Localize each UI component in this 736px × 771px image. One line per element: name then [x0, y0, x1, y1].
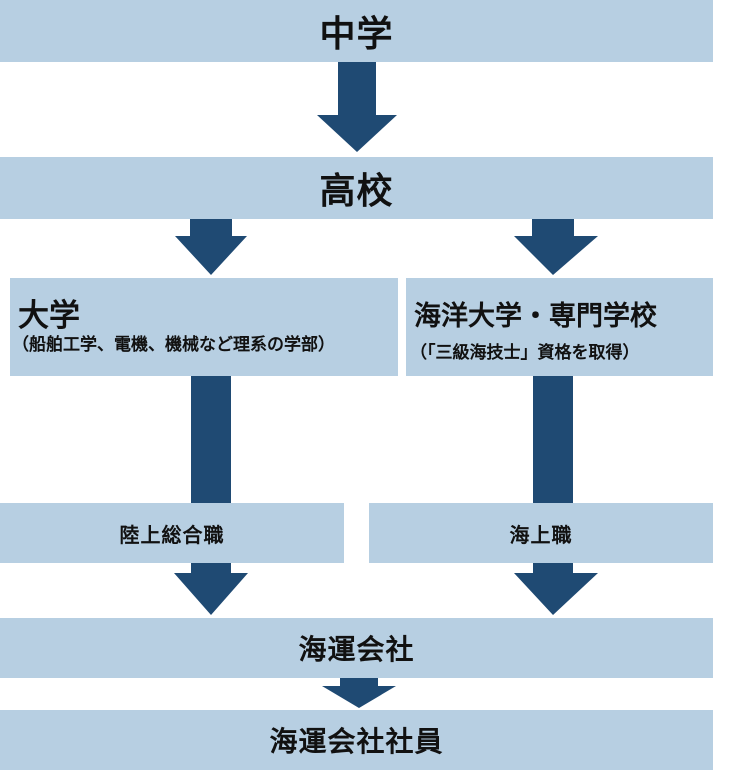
arrow-company-to-employee	[322, 678, 396, 708]
shipping-company-box: 海運会社	[0, 618, 713, 678]
maritime-school-box: 海洋大学・専門学校 （「三級海技士」資格を取得）	[406, 278, 713, 376]
arrow-university-to-land-job	[191, 376, 231, 503]
arrow-sea-job-to-company	[514, 563, 598, 615]
shipping-employee-label: 海運会社社員	[269, 725, 444, 758]
arrow-middle-to-high	[317, 62, 397, 152]
sea-job-box: 海上職	[369, 503, 713, 563]
arrow-high-to-university	[175, 219, 247, 275]
university-box: 大学 （船舶工学、電機、機械など理系の学部）	[10, 278, 398, 376]
land-job-label: 陸上総合職	[119, 522, 225, 547]
sea-job-label: 海上職	[509, 522, 573, 547]
maritime-school-label: 海洋大学・専門学校	[414, 301, 657, 332]
arrow-land-job-to-company	[174, 563, 248, 615]
shipping-company-label: 海運会社	[298, 633, 415, 666]
university-note: （船舶工学、電機、機械など理系の学部）	[12, 335, 335, 355]
maritime-school-note: （「三級海技士」資格を取得）	[410, 343, 640, 363]
middle-school-label: 中学	[319, 14, 394, 55]
middle-school-box: 中学	[0, 0, 713, 62]
land-job-box: 陸上総合職	[0, 503, 344, 563]
arrow-high-to-maritime	[514, 219, 598, 275]
high-school-box: 高校	[0, 157, 713, 219]
shipping-employee-box: 海運会社社員	[0, 710, 713, 770]
high-school-label: 高校	[319, 171, 394, 212]
arrow-maritime-to-sea-job	[533, 376, 573, 503]
university-label: 大学	[18, 298, 80, 334]
